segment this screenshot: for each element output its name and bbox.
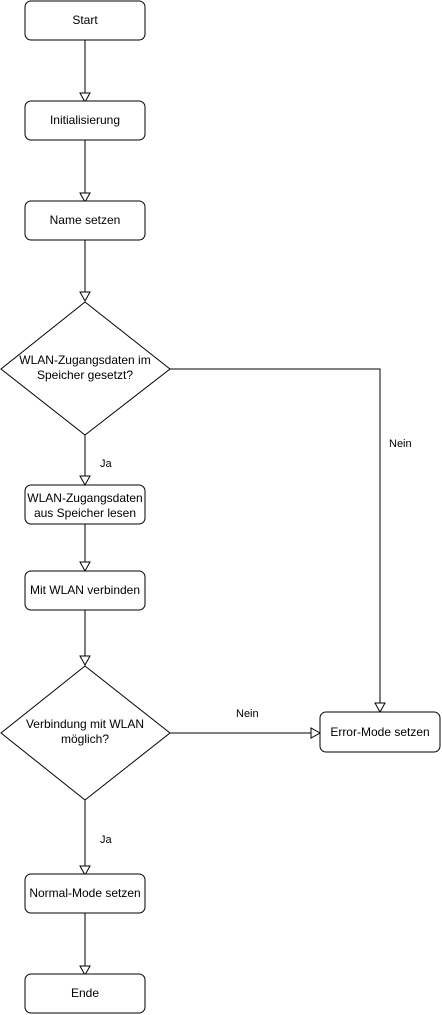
edge-label-possible-yes: Ja bbox=[100, 834, 113, 846]
arrowhead bbox=[79, 92, 91, 104]
node-normal-mode bbox=[24, 873, 146, 914]
edge-label-check-no: Nein bbox=[389, 438, 412, 450]
edge-label-check-yes: Ja bbox=[100, 458, 113, 470]
edge-label-possible-no: Nein bbox=[236, 708, 259, 720]
node-error-mode-label: Error-Mode setzen bbox=[330, 725, 429, 739]
node-name-setzen bbox=[24, 200, 146, 241]
decision-connection-possible-label-2: möglich? bbox=[61, 732, 109, 746]
node-read-credentials-label-2: aus Speicher lesen bbox=[34, 506, 136, 520]
node-connect-wlan bbox=[24, 570, 146, 611]
arrowhead bbox=[79, 291, 91, 303]
node-name-setzen-label: Name setzen bbox=[50, 213, 121, 227]
arrowhead bbox=[79, 561, 91, 573]
node-connect-wlan-label: Mit WLAN verbinden bbox=[30, 583, 140, 597]
node-ende-label: Ende bbox=[71, 986, 99, 1000]
node-start bbox=[24, 0, 146, 41]
arrowhead bbox=[79, 965, 91, 977]
arrowhead bbox=[79, 475, 91, 487]
node-normal-mode-label: Normal-Mode setzen bbox=[29, 886, 140, 900]
decision-connection-possible bbox=[0, 665, 171, 801]
arrowhead bbox=[374, 702, 386, 714]
node-read-credentials-label-1: WLAN-Zugangsdaten bbox=[27, 491, 142, 505]
node-ende bbox=[24, 973, 146, 1014]
node-start-label: Start bbox=[72, 13, 98, 27]
node-error-mode bbox=[319, 711, 441, 753]
arrowhead bbox=[310, 727, 322, 739]
node-initialisierung bbox=[24, 100, 146, 141]
decision-credentials-stored bbox=[0, 301, 171, 436]
node-initialisierung-label: Initialisierung bbox=[50, 113, 120, 127]
arrowhead bbox=[79, 865, 91, 877]
node-read-credentials bbox=[24, 484, 146, 525]
decision-credentials-stored-label-1: WLAN-Zugangsdaten im bbox=[19, 353, 150, 367]
arrowhead bbox=[79, 655, 91, 667]
decision-credentials-stored-label-2: Speicher gesetzt? bbox=[37, 368, 133, 382]
decision-connection-possible-label-1: Verbindung mit WLAN bbox=[26, 717, 144, 731]
arrowhead bbox=[79, 192, 91, 204]
edge-check-error bbox=[170, 368, 381, 703]
